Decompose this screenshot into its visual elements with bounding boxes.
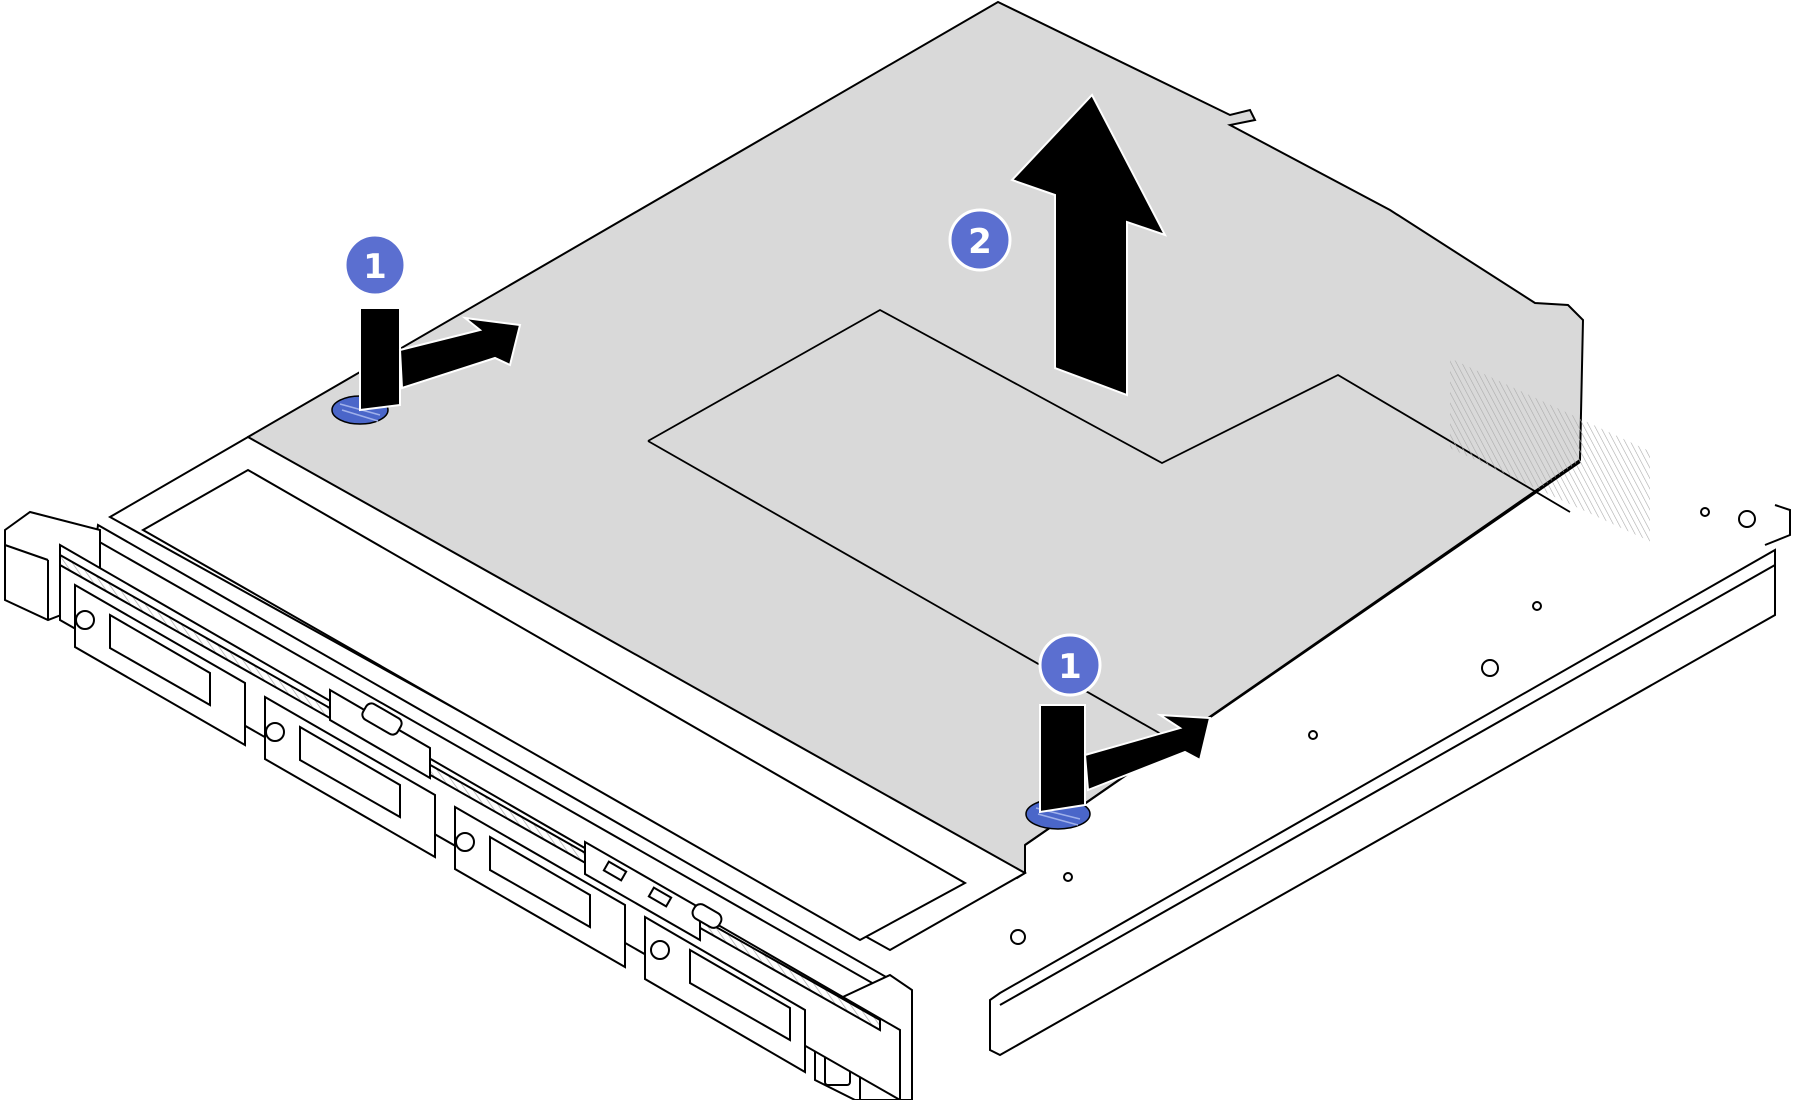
drive-bays: [74, 583, 806, 1074]
release-latch-arrow-right: [1039, 704, 1212, 814]
operator-panel: [584, 840, 723, 942]
drive-bay-0: [74, 583, 246, 747]
drive-bay-2: [454, 805, 626, 969]
vent-hatch: [1450, 358, 1650, 542]
release-latch-arrow-left: [359, 307, 522, 412]
callout-step1-left: 1: [343, 233, 407, 297]
callout-label: 1: [363, 247, 387, 287]
vga-port: [329, 688, 431, 780]
callout-step2: 2: [948, 208, 1012, 272]
callout-label: 2: [968, 222, 992, 262]
callout-step1-right: 1: [1038, 633, 1102, 697]
callout-label: 1: [1058, 647, 1082, 687]
front-bezel: [94, 435, 1028, 1002]
lift-up-arrow: [1010, 93, 1168, 397]
drive-bay-3: [644, 915, 806, 1074]
drive-bay-1: [264, 695, 436, 859]
chassis-side-wall: [989, 504, 1791, 1057]
